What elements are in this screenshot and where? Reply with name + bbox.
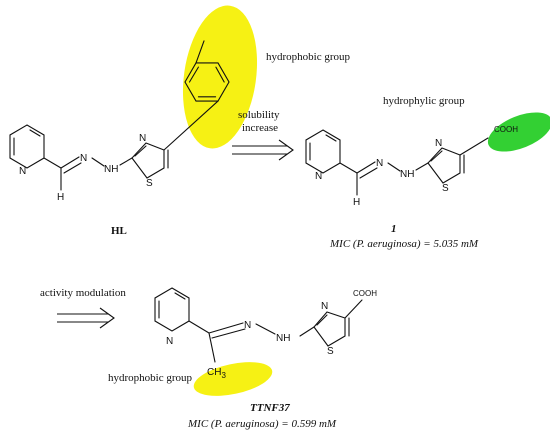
hydrophobic-highlight-top [182, 5, 258, 149]
hydrophobic-highlight-bottom [193, 362, 273, 396]
ttnf-mic-prefix: MIC ( [187, 418, 216, 430]
compound-hl-atoms: N H N NH N S [19, 133, 153, 203]
c1-cooh: COOH [494, 125, 518, 134]
c1-pyridine-n: N [315, 171, 322, 182]
hl-n1: N [80, 153, 87, 164]
compound-1-name: 1 [391, 223, 397, 235]
ttnf-ch3-sub: 3 [221, 371, 226, 380]
compound-1-structure [305, 129, 489, 196]
c1-h: H [353, 197, 360, 208]
hl-h: H [57, 192, 64, 203]
ttnf-pyridine-n: N [166, 336, 173, 347]
compound-hl-structure [9, 124, 169, 191]
compound-ttnf37-name: TTNF37 [250, 402, 290, 414]
hl-thiazole-s: S [146, 178, 153, 189]
compound-ttnf37-structure [154, 287, 363, 363]
solubility-arrow [232, 139, 294, 161]
c1-mic-org: P. aeruginosa [356, 238, 418, 250]
c1-n1: N [376, 158, 383, 169]
ttnf-cooh: COOH [353, 289, 377, 298]
compound-ttnf37-mic: MIC (P. aeruginosa) = 0.599 mM [187, 418, 337, 430]
ttnf-ch3-c: CH [207, 367, 221, 378]
hydrophylic-group-label: hydrophylic group [383, 95, 465, 107]
tolyl-ring [163, 40, 230, 151]
activity-arrow [57, 307, 115, 329]
compound-1-atoms: N H N NH N S COOH [315, 125, 518, 208]
hl-pyridine-n: N [19, 166, 26, 177]
hydrophobic-group-label-top: hydrophobic group [266, 51, 351, 63]
ttnf-thiazole-s: S [327, 346, 334, 357]
ttnf-nh: NH [276, 333, 290, 344]
c1-mic-value: ) = 5.035 mM [416, 238, 479, 250]
c1-nh: NH [400, 169, 414, 180]
solubility-label-line2: increase [242, 122, 278, 134]
c1-mic-prefix: MIC ( [329, 238, 358, 250]
ttnf-n1: N [244, 320, 251, 331]
compound-ttnf37-atoms: N N NH N S COOH CH3 [166, 289, 377, 380]
compound-hl-name: HL [111, 225, 127, 237]
hydrophobic-group-label-bottom: hydrophobic group [108, 372, 193, 384]
solubility-label-line1: solubility [238, 109, 280, 121]
hl-thiazole-n: N [139, 133, 146, 144]
activity-modulation-label: activity modulation [40, 287, 126, 299]
hl-nh: NH [104, 164, 118, 175]
ttnf-ch3: CH3 [207, 367, 226, 380]
compound-1-mic: MIC (P. aeruginosa) = 5.035 mM [329, 238, 479, 250]
ttnf-thiazole-n: N [321, 301, 328, 312]
c1-thiazole-n: N [435, 138, 442, 149]
c1-thiazole-s: S [442, 183, 449, 194]
hydrophilic-highlight [487, 112, 550, 152]
ttnf-mic-org: P. aeruginosa [214, 418, 276, 430]
ttnf-mic-value: ) = 0.599 mM [274, 418, 337, 430]
